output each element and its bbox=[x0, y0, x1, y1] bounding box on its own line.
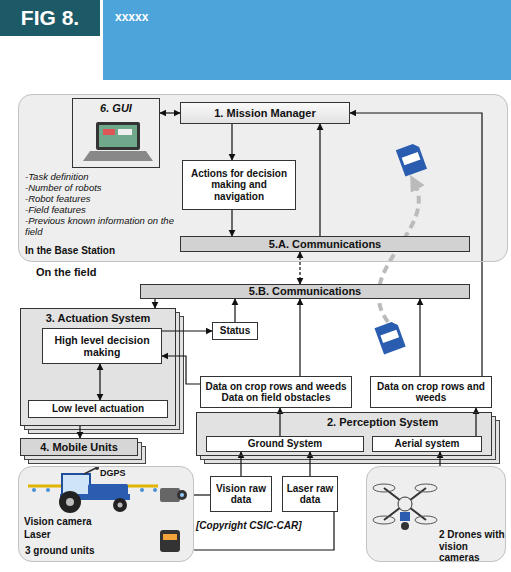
gui-box: 6. GUI bbox=[72, 98, 160, 168]
connector bbox=[194, 512, 334, 550]
process-box: High level decision making bbox=[42, 328, 162, 364]
stacked-box: 2. Perception SystemGround System Aerial … bbox=[196, 412, 492, 456]
station-panel: -Task definition-Number of robots-Robot … bbox=[18, 94, 508, 262]
stack-layers bbox=[21, 309, 500, 464]
node-label: 1. Mission Manager bbox=[214, 107, 315, 120]
drone-panel: 2 Drones with vision cameras bbox=[366, 466, 506, 562]
node-label: In the Base Station bbox=[25, 245, 185, 257]
connector bbox=[160, 112, 180, 113]
panel-fill bbox=[18, 94, 508, 262]
process-box: Ground System bbox=[206, 436, 364, 452]
data-box: Status bbox=[212, 322, 258, 340]
node-label: Laser raw data bbox=[286, 483, 334, 506]
process-box: Low level actuation bbox=[28, 400, 168, 418]
connector bbox=[194, 494, 210, 495]
node-label: 4. Mobile Units bbox=[40, 441, 118, 454]
node-label: Data on crop rows and weeds Data on fiel… bbox=[204, 381, 348, 404]
node-label: 2. Perception System bbox=[327, 416, 487, 429]
node-label: 6. GUI bbox=[73, 102, 159, 115]
node-label: 2 Drones with vision cameras bbox=[439, 529, 505, 564]
node-label: -Field features bbox=[25, 204, 177, 215]
device-label: DGPS bbox=[100, 468, 126, 478]
sd-card-icon bbox=[396, 142, 427, 176]
connector bbox=[231, 124, 232, 160]
connector bbox=[162, 330, 212, 331]
camera-icon bbox=[160, 488, 187, 502]
node-label: High level decision making bbox=[46, 334, 158, 358]
node-label: Aerial system bbox=[394, 438, 459, 450]
connector bbox=[162, 356, 200, 384]
node-label: Ground System bbox=[248, 438, 322, 450]
device-label: Vision camera bbox=[24, 516, 92, 527]
comm-bar: 5.A. Communications bbox=[180, 236, 470, 252]
node-label: Actions for decision making and navigati… bbox=[186, 168, 292, 203]
text-group: 6. GUI bbox=[73, 102, 159, 115]
data-box: Data on crop rows and weeds bbox=[370, 376, 492, 408]
connector bbox=[419, 299, 420, 376]
laptop-icon bbox=[83, 122, 153, 161]
node-label: Status bbox=[220, 325, 251, 337]
text-group: 2. Perception System bbox=[327, 416, 487, 429]
connector bbox=[231, 210, 232, 236]
caption: xxxxx bbox=[115, 10, 499, 24]
text-group: -Task definition-Number of robots-Robot … bbox=[25, 171, 177, 237]
data-box: Laser raw data bbox=[282, 476, 338, 512]
note-box: Actions for decision making and navigati… bbox=[182, 160, 296, 210]
node-label: 5.A. Communications bbox=[269, 238, 381, 251]
tractor-illustration bbox=[28, 466, 158, 513]
title-banner: xxxxx bbox=[103, 0, 511, 80]
connector bbox=[79, 426, 80, 438]
data-box: Vision raw data bbox=[210, 476, 272, 512]
sd-card-icon bbox=[374, 320, 405, 354]
node-label: Low level actuation bbox=[52, 403, 144, 415]
panel-fill bbox=[18, 466, 194, 562]
connector bbox=[319, 124, 320, 236]
process-box: 1. Mission Manager bbox=[180, 102, 350, 124]
stacked-box: 4. Mobile Units bbox=[20, 438, 138, 456]
field-panel: 3 ground units bbox=[18, 466, 194, 562]
node-label: 3. Actuation System bbox=[21, 312, 175, 325]
stacked-box: 3. Actuation SystemHigh level decision m… bbox=[20, 308, 176, 426]
panel-fill bbox=[366, 466, 506, 562]
comm-bar: 5.B. Communications bbox=[140, 284, 470, 299]
drone-illustration bbox=[373, 484, 437, 530]
process-box: Aerial system bbox=[372, 436, 482, 452]
connector bbox=[154, 299, 155, 308]
node-label: -Number of robots bbox=[25, 182, 177, 193]
connector bbox=[299, 299, 300, 376]
text-group: 3 ground units bbox=[25, 545, 155, 557]
text-group: In the Base Station bbox=[25, 245, 185, 257]
copyright-note: [Copyright CSIC-CAR] bbox=[196, 520, 302, 531]
connector bbox=[299, 252, 300, 284]
connector bbox=[99, 364, 100, 400]
node-label: Data on crop rows and weeds bbox=[374, 381, 488, 404]
connector bbox=[439, 452, 440, 466]
text-group: 2 Drones with vision cameras bbox=[439, 529, 505, 564]
data-box: Data on crop rows and weeds Data on fiel… bbox=[200, 376, 352, 408]
connector bbox=[234, 299, 235, 322]
figure-badge: FIG 8. bbox=[0, 0, 100, 36]
node-label: 5.B. Communications bbox=[249, 285, 361, 298]
node-label: -Robot features bbox=[25, 193, 177, 204]
region-label: On the field bbox=[36, 266, 97, 278]
device-label: Laser bbox=[24, 529, 51, 540]
text-group: 3. Actuation System bbox=[21, 312, 175, 325]
laser-scanner-icon bbox=[160, 530, 180, 552]
transfer-arrow bbox=[378, 182, 418, 322]
node-label: Vision raw data bbox=[214, 483, 268, 506]
node-label: -Previous known information on the field bbox=[25, 215, 177, 237]
node-label: 3 ground units bbox=[25, 545, 155, 557]
node-label: -Task definition bbox=[25, 171, 177, 182]
figure-title: FIG 8. bbox=[21, 6, 79, 30]
